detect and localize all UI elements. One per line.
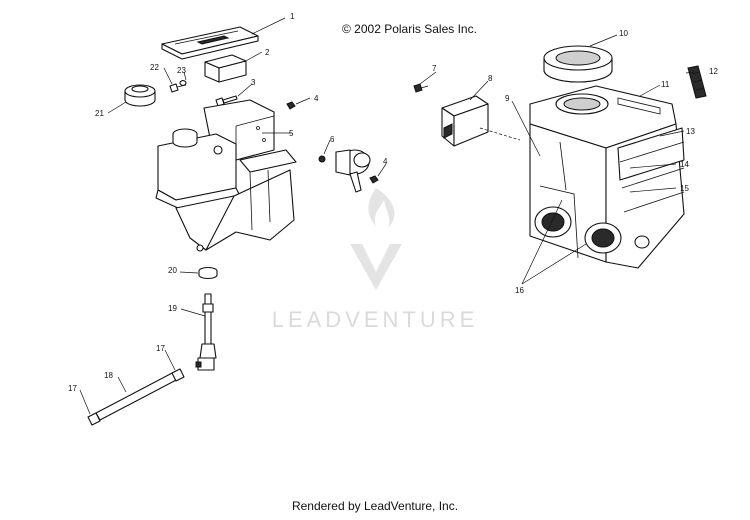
part-3-bolt (215, 95, 238, 107)
callout-6: 6 (330, 135, 335, 144)
callout-12: 12 (709, 67, 718, 76)
part-2-block (204, 54, 247, 83)
callout-4-upper: 4 (314, 94, 319, 103)
callout-1: 1 (290, 12, 295, 21)
callout-16: 16 (515, 286, 524, 295)
callout-17-right: 17 (156, 344, 165, 353)
part-20-grommet (198, 266, 218, 280)
part-22-screw (169, 83, 187, 93)
callout-7: 7 (432, 64, 437, 73)
callout-18: 18 (104, 371, 113, 380)
part-8-electrical-module (441, 95, 521, 147)
callout-10: 10 (619, 29, 628, 38)
callout-labels: 1 2 3 4 5 6 4 7 8 9 10 11 12 13 14 15 16… (68, 12, 718, 393)
part-17-clamp-left (87, 412, 101, 426)
part-6-oil-pump (318, 149, 371, 193)
part-4-nut-lower (369, 175, 379, 184)
leader-lines (79, 17, 695, 415)
callout-3: 3 (251, 78, 256, 87)
part-4-nut-upper (286, 101, 296, 110)
callout-22: 22 (150, 63, 159, 72)
callout-8: 8 (488, 74, 493, 83)
callout-20: 20 (168, 266, 177, 275)
oil-tank-assembly (155, 128, 297, 252)
part-17-clamp-right (171, 368, 185, 382)
callout-23: 23 (177, 66, 186, 75)
callout-5: 5 (289, 129, 294, 138)
copyright-notice: © 2002 Polaris Sales Inc. (342, 22, 477, 36)
part-21-filler-cap (124, 84, 156, 107)
callout-17-left: 17 (68, 384, 77, 393)
callout-4-lower: 4 (383, 157, 388, 166)
callout-19: 19 (168, 304, 177, 313)
part-1-tank-cover (161, 26, 259, 60)
part-7-screw (413, 83, 429, 93)
part-19-fitting (195, 293, 217, 371)
callout-14: 14 (680, 160, 689, 169)
callout-11: 11 (661, 80, 670, 89)
callout-9: 9 (505, 94, 510, 103)
callout-21: 21 (95, 109, 104, 118)
watermark-text: LEADVENTURE (272, 307, 479, 332)
callout-13: 13 (686, 127, 695, 136)
part-12-clip (687, 65, 707, 99)
callout-15: 15 (680, 184, 689, 193)
render-credit-footer: Rendered by LeadVenture, Inc. (291, 499, 459, 513)
part-23-washer (179, 80, 187, 86)
part-10-air-filter (543, 45, 613, 83)
callout-2: 2 (265, 48, 270, 57)
airbox-assembly (529, 85, 685, 269)
leadventure-watermark-logo: LEADVENTURE (272, 188, 479, 332)
